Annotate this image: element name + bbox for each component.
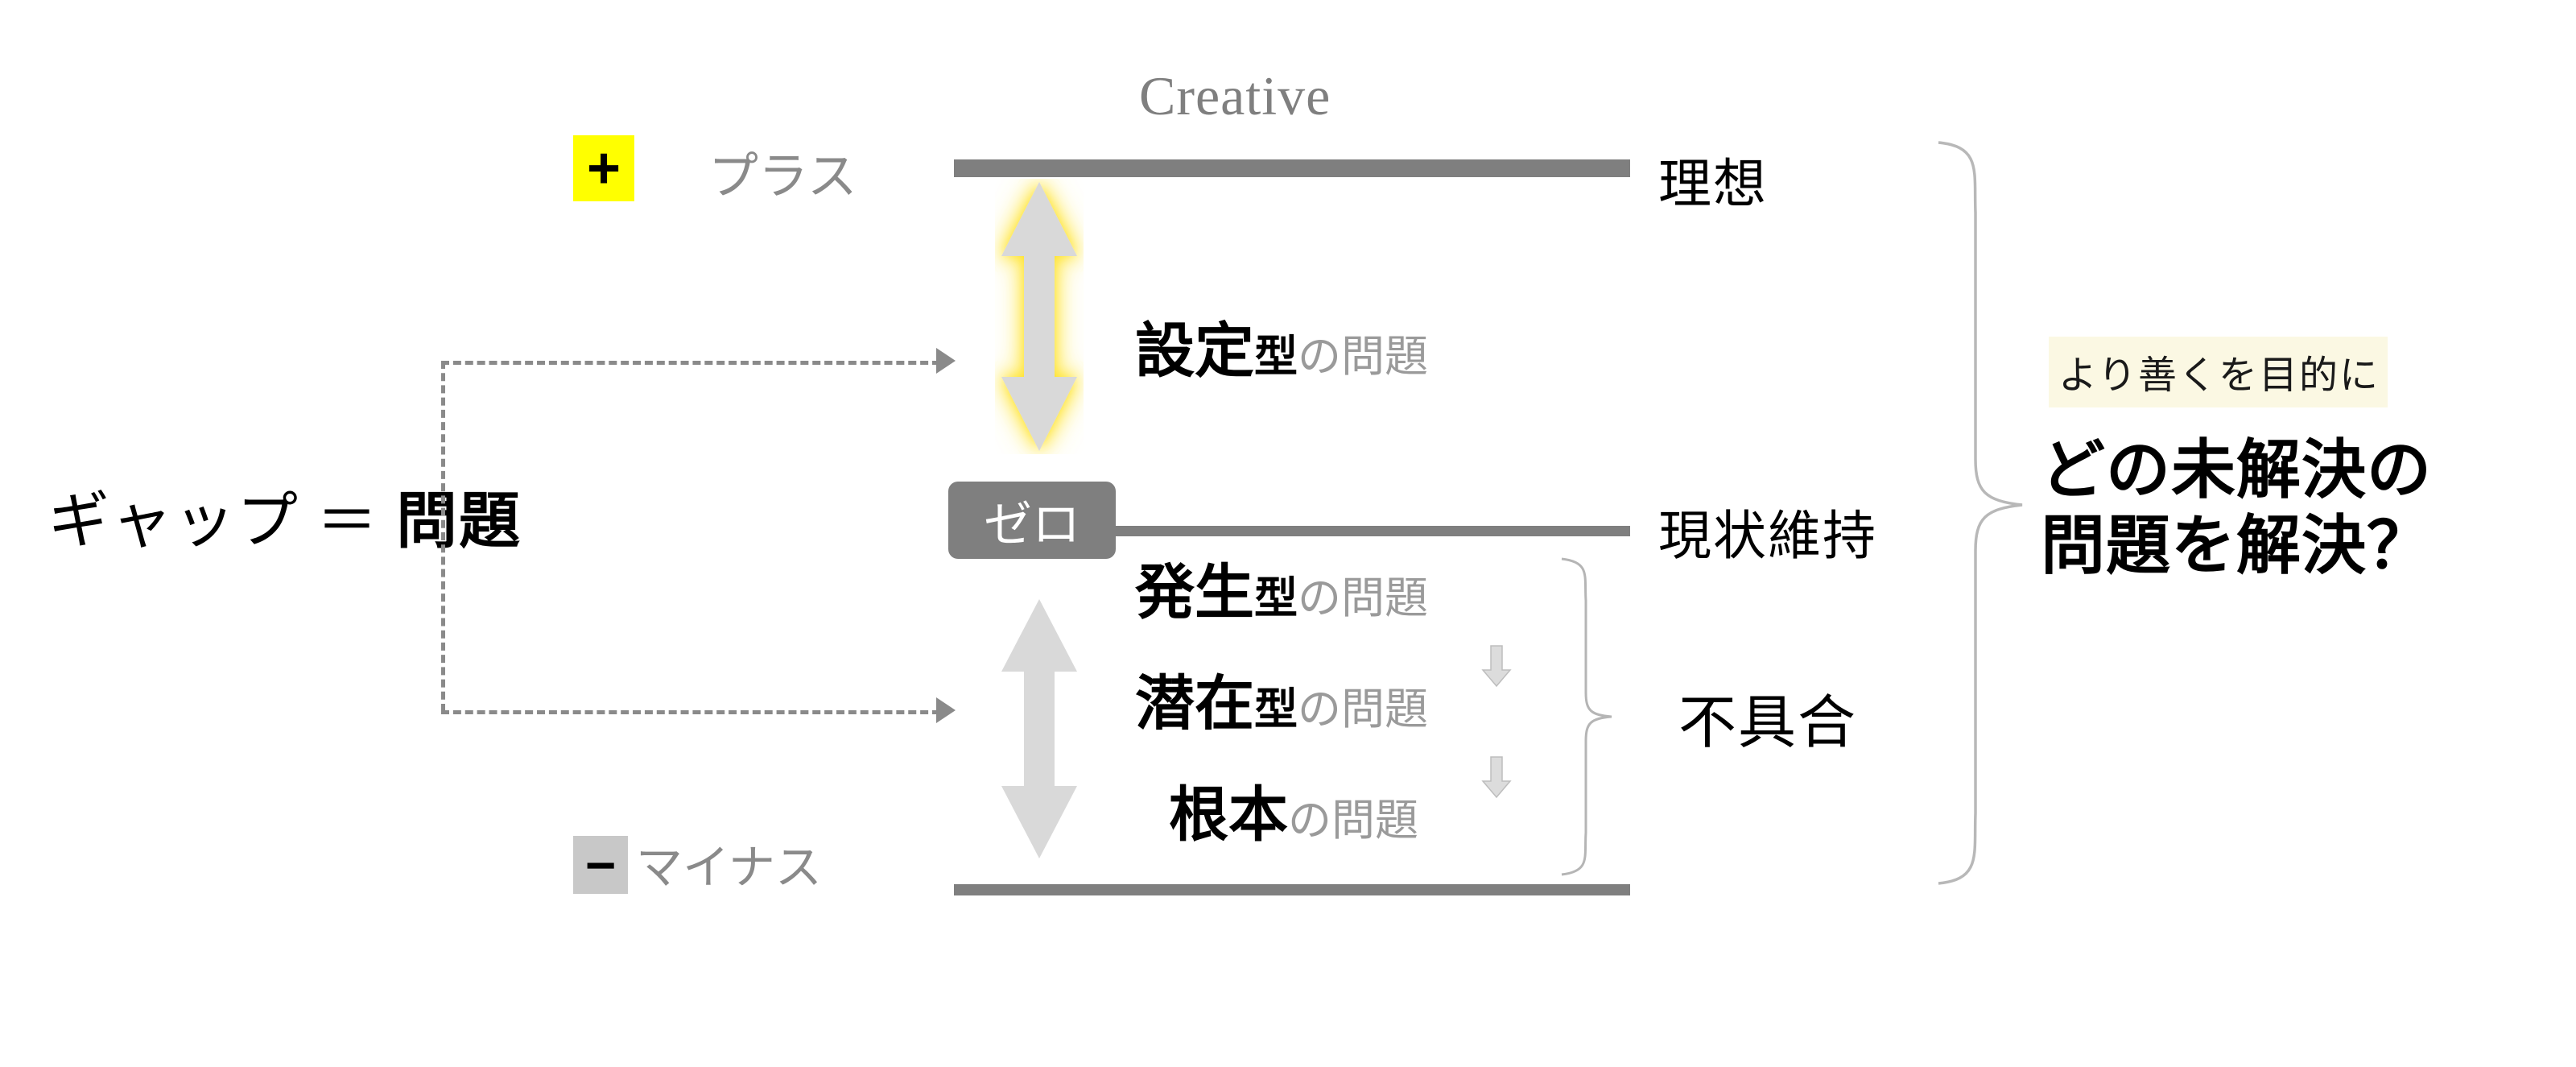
problem-kata: 型 <box>1254 685 1298 734</box>
problem-type-konpon: 根本の問題 <box>1169 786 1418 846</box>
closing-question: どの未解決の 問題を解決？ <box>2041 433 2432 585</box>
zero-level-bar <box>1006 526 1630 536</box>
purpose-highlight-text: より善くを目的に <box>2049 337 2388 407</box>
creative-caption: Creative <box>1139 65 1331 126</box>
gap-connector-top <box>441 361 940 365</box>
ideal-level-bar <box>954 159 1630 177</box>
gap-connector-bottom <box>441 710 940 714</box>
overall-scope-brace <box>1938 141 2023 885</box>
problem-tail: の問題 <box>1298 685 1428 734</box>
gap-connector-spine <box>441 361 445 712</box>
problem-kata: 型 <box>1254 574 1298 622</box>
chain-down-arrow-icon <box>1481 645 1512 688</box>
state-label-defect: 不具合 <box>1678 691 1858 755</box>
minus-sign-chip: − <box>573 836 628 894</box>
gap-arrowhead-top-icon <box>936 348 956 374</box>
state-label-status-quo: 現状維持 <box>1658 507 1877 566</box>
problem-type-hassei: 発生型の問題 <box>1135 564 1428 623</box>
gap-equals-problem: ギャップ ＝ 問題 <box>48 471 522 560</box>
problem-tail: の問題 <box>1298 574 1428 622</box>
zero-chip: ゼロ <box>948 482 1116 559</box>
gap-kana: ギャップ ＝ <box>48 488 396 556</box>
problem-keyword: 設定 <box>1135 319 1254 385</box>
problem-tail: の問題 <box>1288 796 1418 845</box>
defect-group-brace <box>1561 557 1612 876</box>
upper-gap-double-arrow-icon <box>1001 182 1077 451</box>
problem-type-settei: 設定型の問題 <box>1135 322 1428 382</box>
problem-type-senzai: 潜在型の問題 <box>1135 675 1428 734</box>
minus-label: マイナス <box>636 840 822 895</box>
chain-down-arrow-icon <box>1481 756 1512 799</box>
lower-gap-double-arrow-icon <box>1001 599 1077 858</box>
problem-keyword: 発生 <box>1135 560 1254 627</box>
question-line-1: どの未解決の <box>2041 436 2432 507</box>
gap-kanji: 問題 <box>396 488 522 556</box>
minus-level-bar <box>954 884 1630 895</box>
problem-keyword: 潜在 <box>1135 672 1254 738</box>
gap-arrowhead-bottom-icon <box>936 697 956 723</box>
question-line-2: 問題を解決？ <box>2041 511 2432 583</box>
problem-keyword: 根本 <box>1169 783 1288 849</box>
plus-label: プラス <box>708 147 857 205</box>
problem-tail: の問題 <box>1298 333 1428 381</box>
plus-sign-chip: + <box>573 135 634 201</box>
state-label-ideal: 理想 <box>1658 155 1768 214</box>
problem-kata: 型 <box>1254 333 1298 381</box>
